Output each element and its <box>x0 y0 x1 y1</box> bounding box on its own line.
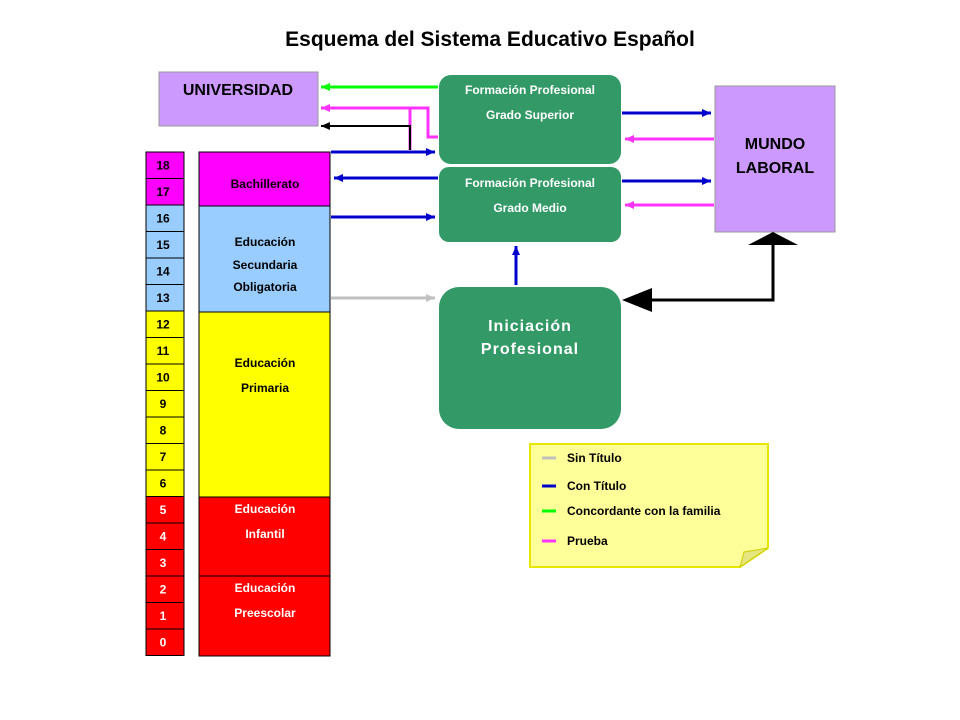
iniciacion-label-1: Iniciación <box>488 318 572 335</box>
age-cell-15 <box>145 231 185 259</box>
iniciacion-box <box>439 287 621 429</box>
stage-primaria-label-2: Primaria <box>241 381 289 395</box>
legend-label: Concordante con la familia <box>567 504 721 518</box>
age-label: 11 <box>157 344 170 358</box>
stage-eso <box>198 205 331 313</box>
mundo-laboral-label-1: MUNDO <box>745 136 805 153</box>
fp-medio-label-2: Grado Medio <box>493 201 566 215</box>
age-cell-4 <box>145 522 185 550</box>
legend-label: Prueba <box>567 534 608 548</box>
stage-eso-label-1: Educación <box>235 235 296 249</box>
mundo-laboral-label-2: LABORAL <box>736 160 814 177</box>
arrowhead-to-iniciacion <box>622 288 652 312</box>
age-label: 5 <box>160 503 167 517</box>
age-cell-5 <box>145 496 185 524</box>
age-cell-18 <box>145 151 185 179</box>
age-label: 2 <box>160 582 167 596</box>
stage-preescolar-label-2: Preescolar <box>234 606 296 620</box>
universidad-label: UNIVERSIDAD <box>183 82 293 99</box>
age-cell-0 <box>145 628 185 656</box>
age-label: 9 <box>160 397 167 411</box>
stage-eso-label-3: Obligatoria <box>233 280 297 294</box>
age-cell-12 <box>145 310 185 338</box>
age-cell-1 <box>145 602 185 630</box>
age-label: 4 <box>160 529 167 543</box>
age-cell-3 <box>145 549 185 577</box>
age-label: 6 <box>160 476 167 490</box>
age-cell-11 <box>145 337 185 365</box>
age-label: 16 <box>156 211 170 225</box>
age-label: 7 <box>160 450 167 464</box>
stage-infantil <box>198 496 331 577</box>
age-cell-10 <box>145 363 185 391</box>
stage-bachillerato-label: Bachillerato <box>231 177 300 191</box>
arrowhead-to-mundo <box>748 232 798 245</box>
age-cell-16 <box>145 204 185 232</box>
mundo-laboral-box <box>714 85 836 233</box>
age-cell-2 <box>145 575 185 603</box>
stage-primaria-label-1: Educación <box>235 356 296 370</box>
arrow-bachillerato-to-universidad <box>321 122 411 150</box>
age-label: 1 <box>160 609 167 623</box>
age-label: 17 <box>156 185 170 199</box>
stage-preescolar-label-1: Educación <box>235 581 296 595</box>
legend-note-fold <box>739 547 769 569</box>
iniciacion-label-2: Profesional <box>481 341 579 358</box>
fp-medio-box <box>439 167 621 242</box>
stage-column: Bachillerato Educación Secundaria Obliga… <box>198 151 331 657</box>
age-label: 3 <box>160 556 167 570</box>
stage-primaria <box>198 311 331 498</box>
arrows <box>321 83 798 312</box>
age-cell-6 <box>145 469 185 497</box>
arrow-prueba-to-universidad <box>321 104 438 139</box>
age-label: 8 <box>160 423 167 437</box>
connector-iniciacion-mundo <box>650 244 775 302</box>
stage-eso-label-2: Secundaria <box>233 258 298 272</box>
age-label: 13 <box>156 291 170 305</box>
age-label: 14 <box>156 264 170 278</box>
fp-superior-label-1: Formación Profesional <box>465 83 595 97</box>
legend-label: Sin Título <box>567 451 622 465</box>
age-label: 15 <box>156 238 170 252</box>
age-cell-8 <box>145 416 185 444</box>
fp-medio-label-1: Formación Profesional <box>465 176 595 190</box>
age-cell-13 <box>145 284 185 312</box>
stage-infantil-label-1: Educación <box>235 502 296 516</box>
age-label: 12 <box>156 317 170 331</box>
age-label: 10 <box>156 370 170 384</box>
stage-infantil-label-2: Infantil <box>245 527 284 541</box>
fp-superior-label-2: Grado Superior <box>486 108 574 122</box>
stage-bachillerato <box>198 151 331 207</box>
age-label: 0 <box>160 635 167 649</box>
stage-preescolar <box>198 575 331 657</box>
page-title: Esquema del Sistema Educativo Español <box>285 28 695 51</box>
universidad-box <box>158 71 319 127</box>
age-label: 18 <box>156 158 170 172</box>
legend-label: Con Título <box>567 479 626 493</box>
fp-superior-box <box>439 75 621 164</box>
